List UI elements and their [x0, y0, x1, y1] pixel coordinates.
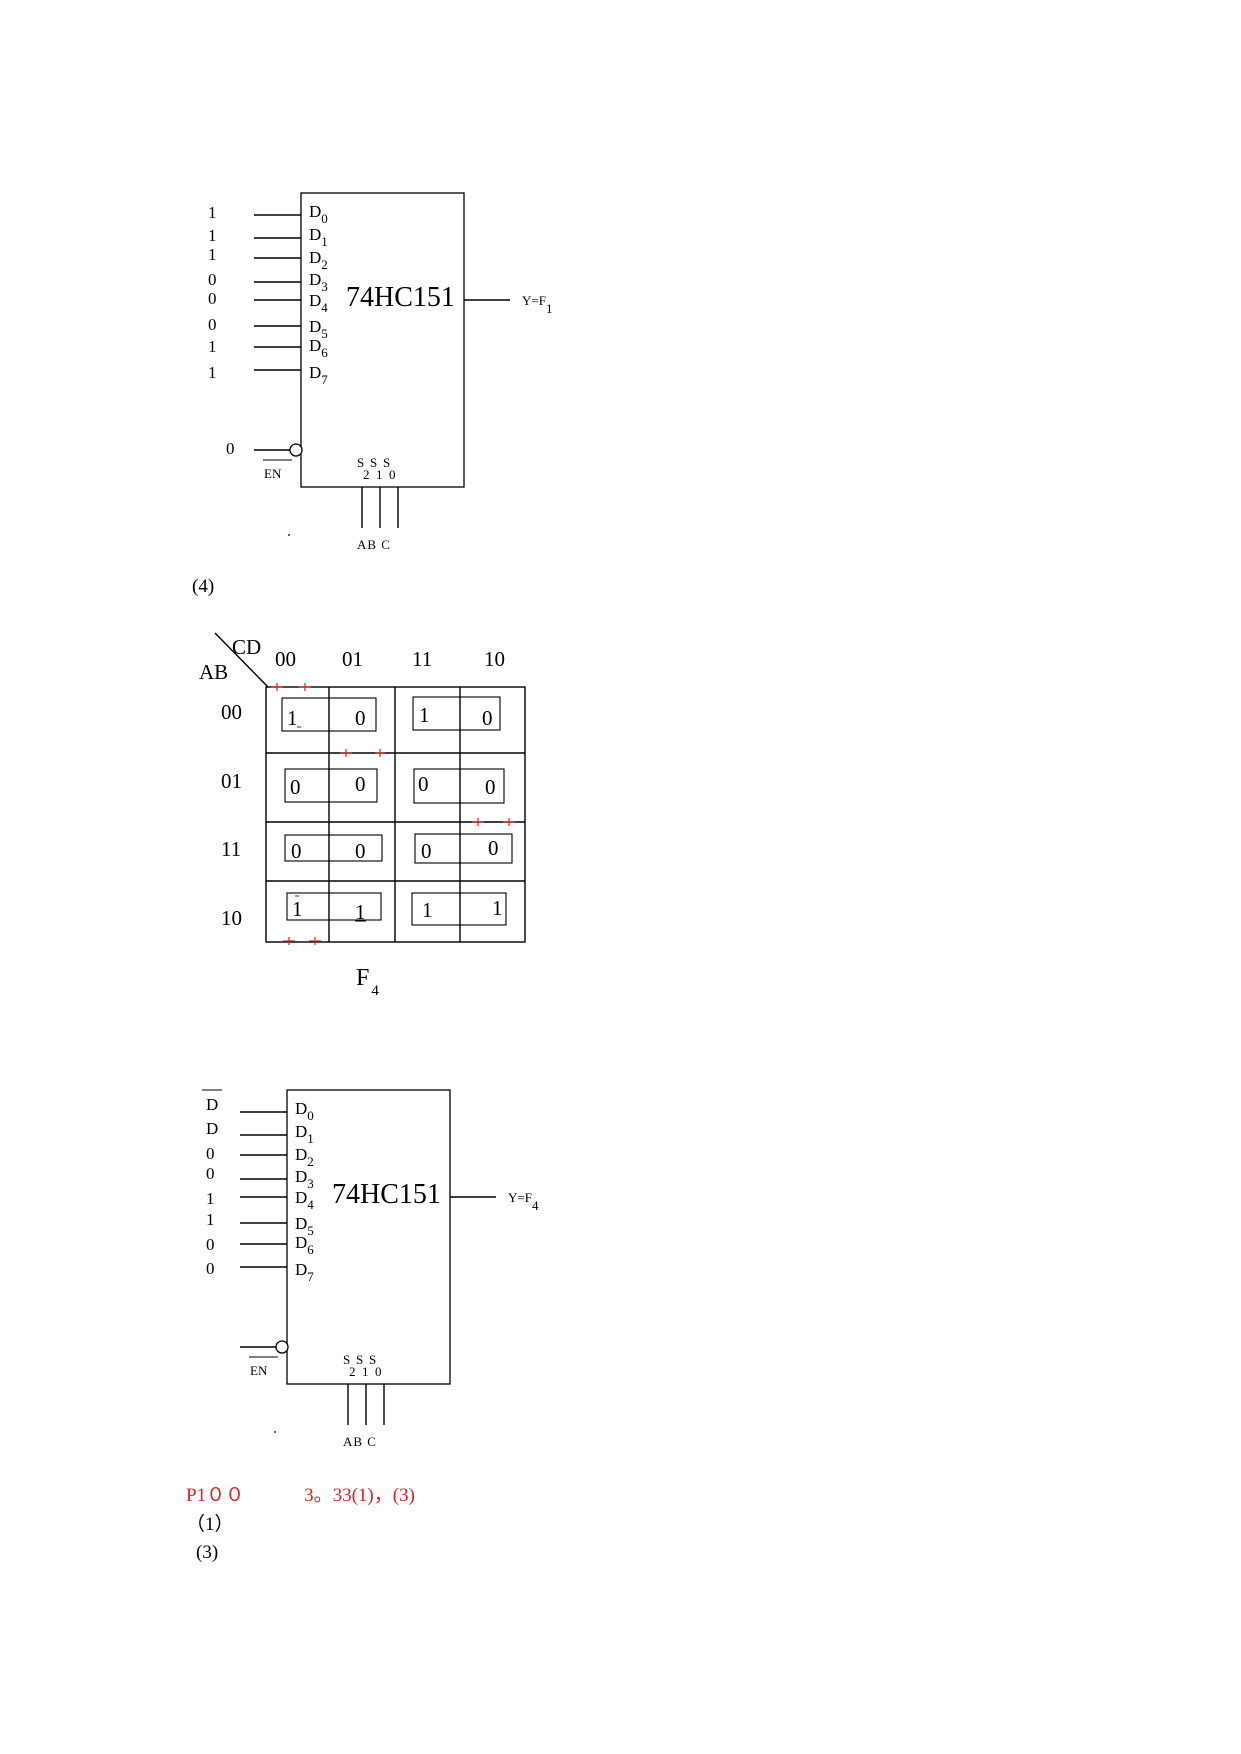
mux1-input-value: 0 — [208, 270, 217, 289]
mux1-chip-label: 74HC151 — [346, 282, 455, 313]
mux1-enable-value: 0 — [226, 439, 235, 458]
select-letter: S — [370, 455, 377, 470]
problem-page: P1００ — [186, 1485, 245, 1506]
pin-sub: 7 — [321, 372, 328, 387]
problem-items: 3。33(1)，(3) — [304, 1485, 415, 1506]
pin-sub: 1 — [321, 234, 328, 249]
part-label-4: (4) — [192, 576, 215, 597]
mux1-input-value: 0 — [208, 289, 217, 308]
pin-letter: D — [309, 270, 321, 289]
mux1-input-value: 1 — [208, 363, 217, 382]
pin-sub: 4 — [321, 300, 328, 315]
svg-text:D2: D2 — [309, 248, 328, 272]
select-sub: 0 — [389, 467, 396, 482]
mux1-input-value: 1 — [208, 203, 217, 222]
mux1-select-inputs: AB C — [357, 537, 391, 552]
svg-text:D7: D7 — [309, 363, 328, 387]
svg-text:D3: D3 — [309, 270, 328, 294]
svg-text:D4: D4 — [309, 291, 328, 315]
mux1-chip-body — [300, 192, 465, 488]
pin-letter: D — [309, 248, 321, 267]
mux1-enable-bubble — [289, 443, 303, 457]
pin-letter: D — [309, 225, 321, 244]
pin-letter: D — [309, 291, 321, 310]
pin-letter: D — [309, 202, 321, 221]
stray-dot — [288, 534, 290, 536]
pin-sub: 5 — [321, 326, 328, 341]
problem-ref: P1００ 3。33(1)，(3) — [186, 1480, 415, 1507]
svg-text:D0: D0 — [309, 202, 328, 226]
select-sub: 2 — [363, 467, 370, 482]
pin-sub: 0 — [321, 211, 328, 226]
mux1-output-label: Y=F1 — [522, 293, 552, 316]
item-1-label: （1） — [186, 1514, 234, 1535]
mux1-input-lines — [254, 214, 301, 371]
mux1-enable-label: EN — [264, 466, 282, 481]
pin-sub: 2 — [321, 257, 328, 272]
mux1-pin-labels: D0 D1 D2 D3 D4 D5 D6 D7 — [309, 202, 328, 387]
pin-letter: D — [309, 317, 321, 336]
svg-text:D5: D5 — [309, 317, 328, 341]
select-sub: 1 — [376, 467, 383, 482]
mux1-inputs: 1 1 1 0 0 0 1 1 — [208, 203, 217, 382]
pin-letter: D — [309, 363, 321, 382]
mux1-input-value: 1 — [208, 226, 217, 245]
mux1-input-value: 0 — [208, 315, 217, 334]
item-3-label: (3) — [196, 1542, 219, 1563]
select-letter: S — [357, 455, 364, 470]
mux1-select-labels: S S S 2 1 0 — [357, 455, 396, 482]
svg-text:D6: D6 — [309, 336, 328, 360]
select-letter: S — [383, 455, 390, 470]
pin-sub: 6 — [321, 345, 328, 360]
mux1-select-lines — [361, 487, 399, 528]
pin-sub: 3 — [321, 279, 328, 294]
pin-letter: D — [309, 336, 321, 355]
svg-text:D1: D1 — [309, 225, 328, 249]
mux1-input-value: 1 — [208, 245, 217, 264]
mux1-input-value: 1 — [208, 337, 217, 356]
